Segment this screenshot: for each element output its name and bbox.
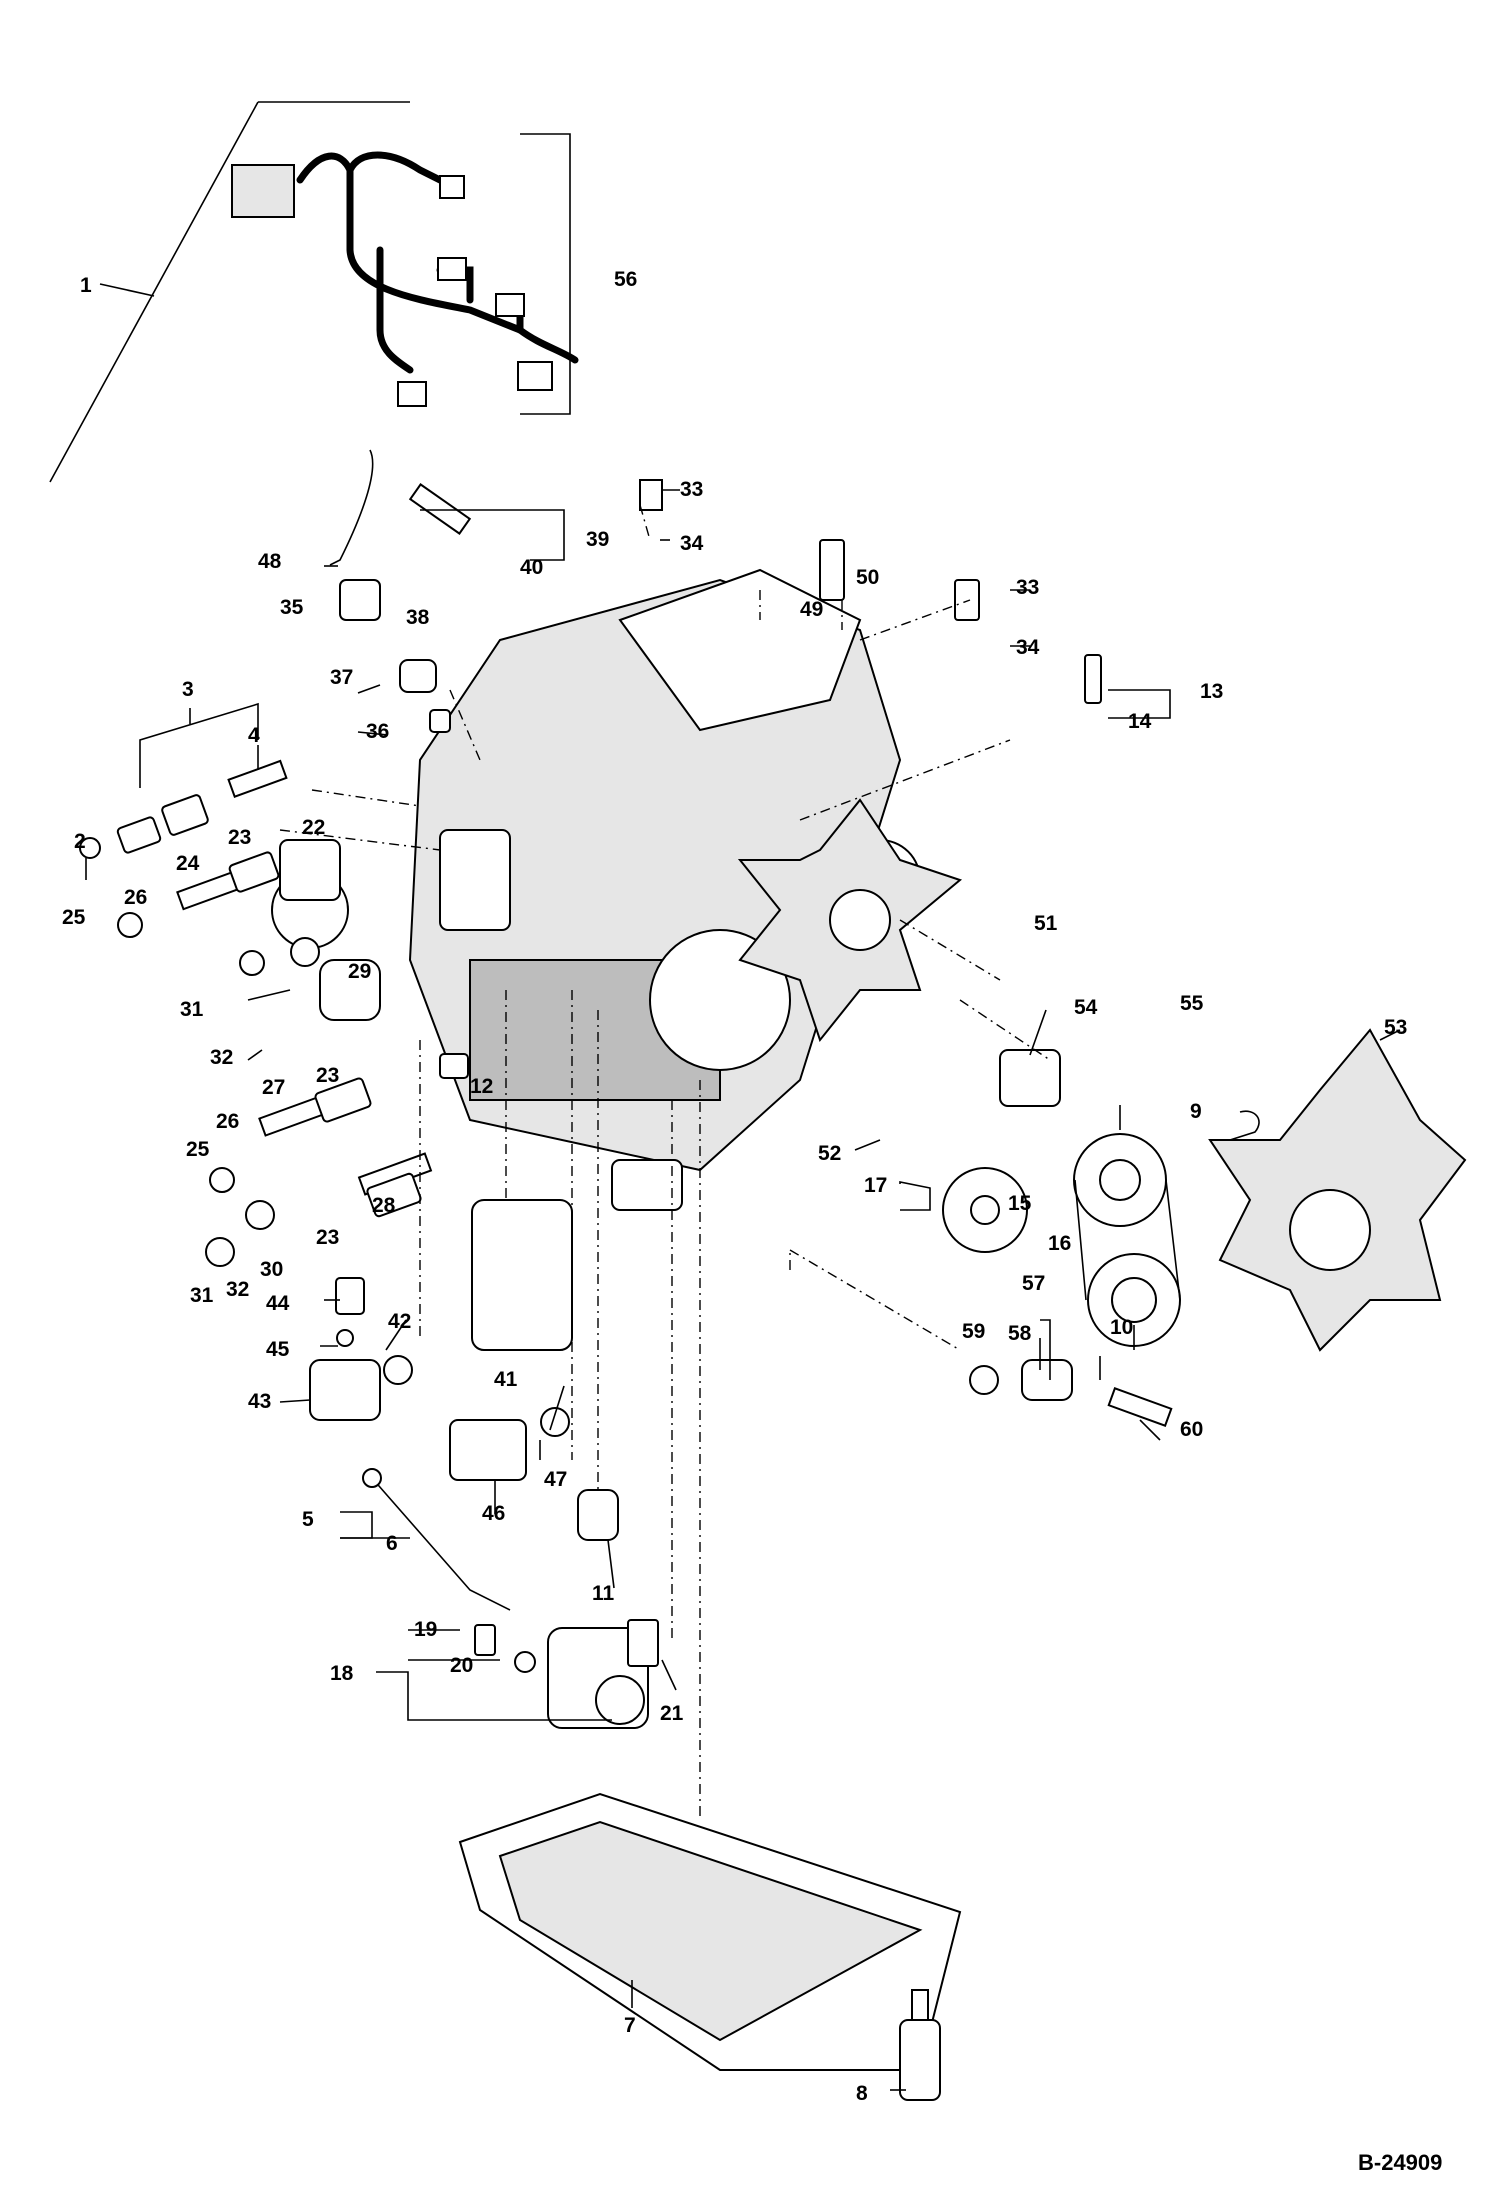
- callout-23b: 23: [316, 1064, 339, 1087]
- figure-reference-code: B-24909: [1358, 2150, 1442, 2175]
- leader-lines: [85, 283, 1401, 2091]
- callout-41: 41: [494, 1368, 518, 1391]
- callout-49: 49: [800, 598, 823, 621]
- callout-27: 27: [262, 1076, 285, 1099]
- callout-50: 50: [856, 566, 879, 589]
- callout-43: 43: [248, 1390, 271, 1413]
- callout-3: 3: [182, 678, 194, 701]
- callout-51: 51: [1034, 912, 1058, 935]
- callout-labels: 1 2 3 4 5 6 7 8 9 10 11 12 13 14 15 16 1…: [62, 268, 1407, 2105]
- callout-53: 53: [1384, 1016, 1407, 1039]
- callout-17: 17: [864, 1174, 887, 1197]
- callout-44: 44: [266, 1292, 290, 1315]
- callout-26a: 26: [124, 886, 147, 909]
- callout-26b: 26: [216, 1110, 239, 1133]
- callout-46: 46: [482, 1502, 505, 1525]
- callout-33b: 33: [1016, 576, 1039, 599]
- callout-10: 10: [1110, 1316, 1133, 1339]
- callout-33a: 33: [680, 478, 703, 501]
- callout-20: 20: [450, 1654, 473, 1677]
- callout-47: 47: [544, 1468, 567, 1491]
- exploded-parts: [79, 449, 1467, 2101]
- callout-25a: 25: [62, 906, 86, 929]
- callout-36: 36: [366, 720, 389, 743]
- callout-5: 5: [302, 1508, 314, 1531]
- callout-23a: 23: [228, 826, 251, 849]
- callout-32a: 32: [210, 1046, 233, 1069]
- callout-37: 37: [330, 666, 353, 689]
- callout-14: 14: [1128, 710, 1152, 733]
- callout-31b: 31: [190, 1284, 214, 1307]
- callout-59: 59: [962, 1320, 985, 1343]
- callout-4: 4: [248, 724, 260, 747]
- callout-12: 12: [470, 1075, 493, 1098]
- callout-7: 7: [624, 2014, 636, 2037]
- callout-13: 13: [1200, 680, 1223, 703]
- callout-22: 22: [302, 816, 325, 839]
- callout-52: 52: [818, 1142, 841, 1165]
- callout-60: 60: [1180, 1418, 1203, 1441]
- callout-15: 15: [1008, 1192, 1032, 1215]
- callout-25b: 25: [186, 1138, 210, 1161]
- callout-19: 19: [414, 1618, 437, 1641]
- callout-34a: 34: [680, 532, 704, 555]
- wire-harness: [49, 101, 579, 483]
- callout-57: 57: [1022, 1272, 1045, 1295]
- callout-35: 35: [280, 596, 304, 619]
- callout-30: 30: [260, 1258, 283, 1281]
- callout-28: 28: [372, 1194, 396, 1217]
- callout-18: 18: [330, 1662, 354, 1685]
- callout-2: 2: [74, 830, 86, 853]
- callout-58: 58: [1008, 1322, 1032, 1345]
- callout-23c: 23: [316, 1226, 339, 1249]
- callout-16: 16: [1048, 1232, 1071, 1255]
- callout-24: 24: [176, 852, 200, 875]
- callout-48: 48: [258, 550, 282, 573]
- callout-29: 29: [348, 960, 371, 983]
- callout-8: 8: [856, 2082, 868, 2105]
- callout-1: 1: [80, 274, 92, 297]
- callout-56: 56: [614, 268, 637, 291]
- callout-6: 6: [386, 1532, 398, 1555]
- callout-11: 11: [592, 1582, 615, 1605]
- callout-34b: 34: [1016, 636, 1040, 659]
- callout-39: 39: [586, 528, 609, 551]
- callout-38: 38: [406, 606, 430, 629]
- callout-32b: 32: [226, 1278, 249, 1301]
- callout-55: 55: [1180, 992, 1204, 1015]
- callout-42: 42: [388, 1310, 411, 1333]
- callout-54: 54: [1074, 996, 1098, 1019]
- callout-45: 45: [266, 1338, 290, 1361]
- callout-21: 21: [660, 1702, 684, 1725]
- callout-31a: 31: [180, 998, 204, 1021]
- callout-40: 40: [520, 556, 543, 579]
- callout-9: 9: [1190, 1100, 1202, 1123]
